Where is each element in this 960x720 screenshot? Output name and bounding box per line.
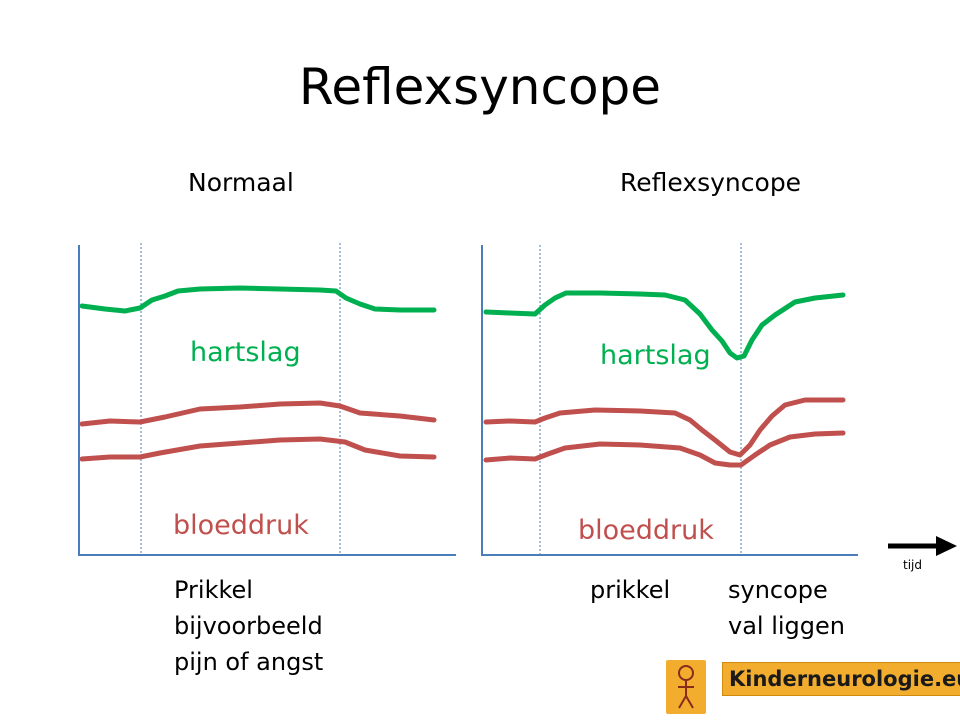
right-stimulus-text: prikkel (590, 576, 671, 604)
right-heart-rate-label: hartslag (600, 340, 711, 371)
syncope-line: syncope (728, 576, 828, 604)
left-systolic-bp-curve (79, 400, 437, 427)
logo-figure-icon (666, 660, 706, 714)
page-title: Reflexsyncope (298, 58, 662, 116)
logo-text: Kinderneurologie.eu (722, 662, 960, 696)
right-blood-pressure-label: bloeddruk (578, 515, 714, 546)
stimulus-line: Prikkel (174, 576, 253, 604)
panel-title-reflexsyncope: Reflexsyncope (620, 168, 802, 197)
stimulus-line: pijn of angst (174, 648, 324, 676)
stimulus-line: bijvoorbeeld (174, 612, 323, 640)
right-systolic-bp-curve (483, 397, 846, 458)
panel-title-normaal: Normaal (188, 168, 294, 197)
left-stimulus-text: Prikkel bijvoorbeeld pijn of angst (174, 572, 323, 680)
logo-figure-drawing (678, 665, 694, 709)
left-diastolic-bp-curve (79, 436, 437, 462)
left-blood-pressure-label: bloeddruk (173, 510, 309, 541)
left-heart-rate-label: hartslag (190, 337, 301, 368)
left-heart-rate-curve (79, 285, 437, 314)
right-heart-rate-curve (483, 290, 846, 361)
right-diastolic-bp-curve (483, 430, 846, 468)
syncope-line: val liggen (728, 612, 845, 640)
time-axis-label: tijd (903, 558, 922, 572)
time-arrow-head (936, 536, 957, 556)
right-syncope-text: syncope val liggen (728, 572, 845, 644)
